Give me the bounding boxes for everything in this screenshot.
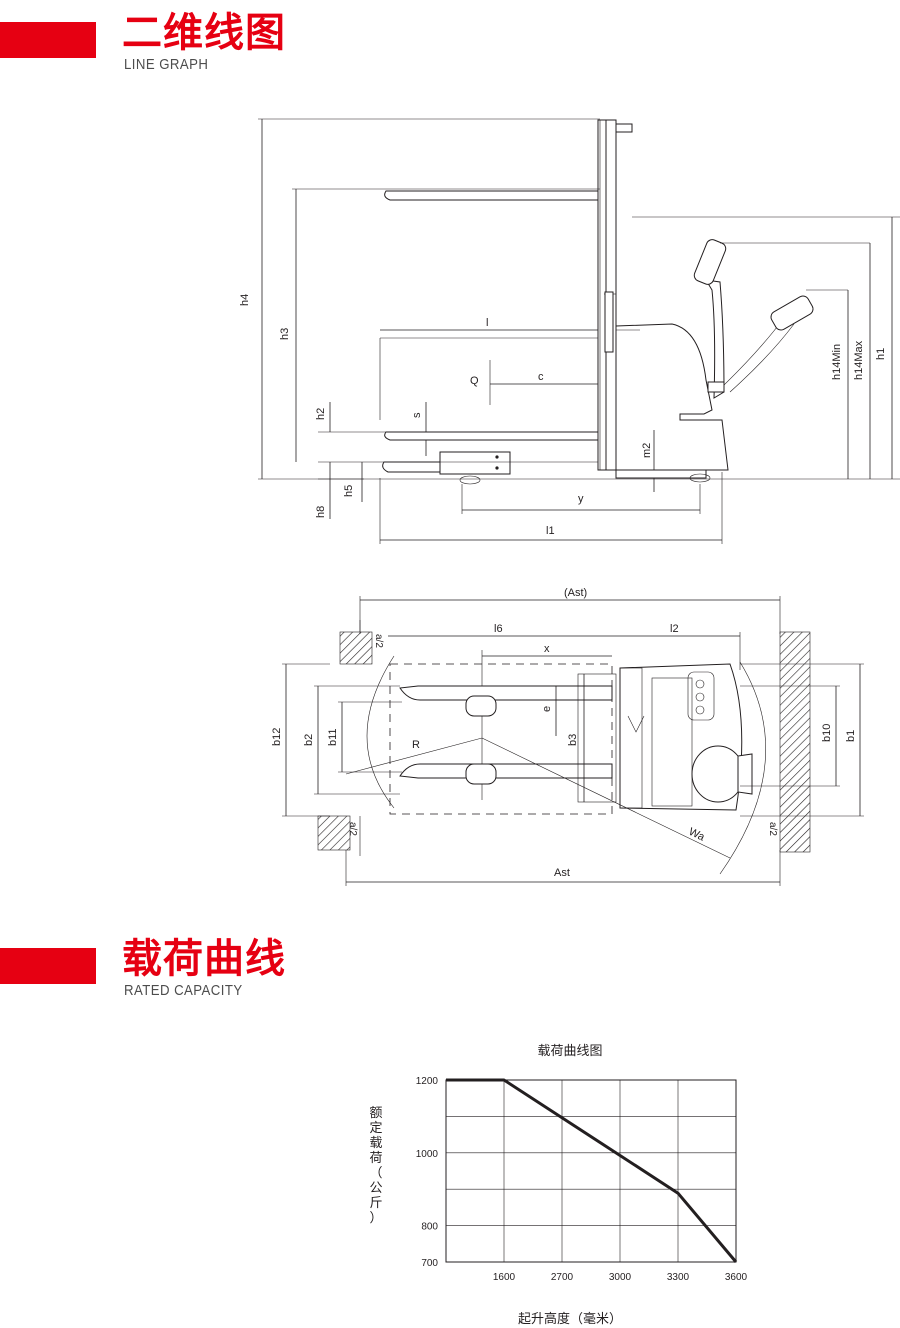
label-a2-bottom-right: a/2	[767, 822, 778, 836]
x-tick-label: 2700	[551, 1272, 574, 1283]
label-l1: l1	[546, 525, 555, 537]
label-b10: b10	[821, 724, 833, 742]
x-tick-label: 3000	[609, 1272, 632, 1283]
chart-x-axis-label: 起升高度（毫米）	[517, 1312, 622, 1327]
label-s: s	[411, 412, 423, 418]
section-subtitle: RATED CAPACITY	[124, 982, 243, 999]
y-tick-label: 700	[421, 1258, 438, 1269]
chart-title: 载荷曲线图	[537, 1044, 603, 1059]
label-h1: h1	[875, 348, 887, 360]
label-wa: Wa	[687, 826, 707, 844]
label-b3: b3	[567, 734, 579, 746]
label-l2: l2	[670, 623, 679, 635]
wall-hatch	[317, 631, 811, 853]
label-h8: h8	[315, 506, 327, 518]
x-tick-label: 3300	[667, 1272, 690, 1283]
label-l6: l6	[494, 623, 503, 635]
label-r: R	[412, 739, 420, 751]
label-y: y	[578, 493, 584, 505]
label-h3: h3	[279, 328, 291, 340]
y-tick-label: 800	[421, 1222, 438, 1233]
section-subtitle: LINE GRAPH	[124, 56, 209, 73]
label-b11: b11	[327, 728, 339, 746]
label-h14min: h14Min	[831, 344, 843, 380]
red-accent-bar	[0, 22, 96, 58]
side-view-drawing: h4 h3 h2 h8 h5 s l Q c m2 y l1 h14Min h1…	[239, 118, 900, 544]
label-e: e	[541, 706, 553, 712]
label-h4: h4	[239, 294, 251, 306]
top-view-drawing: (Ast) a/2 l6 l2 x e b12 b2 b11 b3 R b10 …	[271, 587, 864, 886]
section-header-line-graph: 二维线图 LINE GRAPH	[0, 0, 400, 73]
chart-y-axis-label: 额定载荷（公斤）	[369, 1106, 383, 1226]
label-m2: m2	[641, 443, 653, 458]
y-tick-label: 1000	[416, 1149, 439, 1160]
capacity-series-line	[446, 1078, 738, 1263]
section-title: 二维线图	[122, 10, 286, 56]
label-h5: h5	[343, 485, 355, 497]
section-title: 载荷曲线	[122, 936, 286, 982]
label-l: l	[486, 317, 488, 329]
x-tick-label: 1600	[493, 1272, 516, 1283]
label-c: c	[538, 371, 544, 383]
y-tick-label: 1200	[416, 1076, 439, 1087]
red-accent-bar	[0, 948, 96, 984]
chart-frame	[445, 1079, 737, 1263]
section-header-rated-capacity: 载荷曲线 RATED CAPACITY	[0, 926, 400, 999]
label-b12: b12	[271, 728, 283, 746]
label-ast: Ast	[554, 867, 570, 879]
label-x: x	[544, 643, 550, 655]
label-a2-bottom-left: a/2	[347, 822, 358, 836]
label-b1: b1	[845, 730, 857, 742]
label-h14max: h14Max	[853, 340, 865, 380]
label-b2: b2	[303, 734, 315, 746]
label-a2-top-left: a/2	[373, 634, 384, 648]
label-q: Q	[470, 375, 479, 387]
capacity-chart: 载荷曲线图 额定载荷（公斤） 700 800 1000 1200 1600 2700 300…	[360, 1040, 780, 1328]
label-h2: h2	[315, 408, 327, 420]
chart-plot: 700 800 1000 1200 1600 2700 3000 3300 3600	[416, 1076, 748, 1283]
x-tick-label: 3600	[725, 1272, 748, 1283]
label-ast-top: (Ast)	[564, 587, 587, 599]
